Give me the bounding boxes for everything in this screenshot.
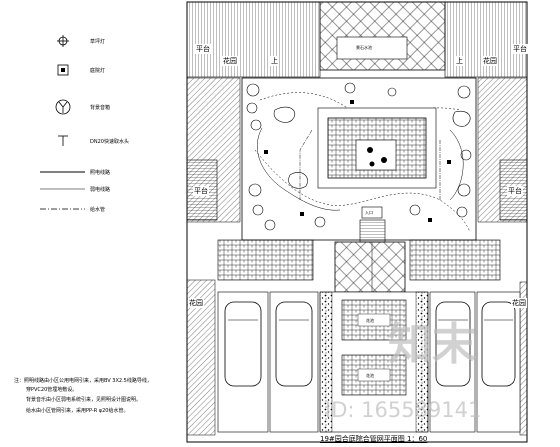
top-feature-box (336, 36, 408, 60)
parking-left (217, 291, 319, 433)
lawn-outline-2 (449, 129, 464, 201)
tiny-entry: 入口 (365, 210, 373, 215)
label-up-left: 上 (270, 56, 279, 66)
legend-label-water-tap: DN20快速取水头 (90, 139, 129, 145)
stepping-path-2 (254, 149, 471, 233)
legend-label-lawn-light: 草坪灯 (90, 39, 106, 45)
courtyard-light-symbol (57, 64, 69, 76)
label-garden-right-top: 花园 (482, 56, 498, 66)
notes-line-3: 背景音乐由小区弱电系统引来，见照明设计图说明。 (26, 397, 142, 403)
water-tap-symbol (58, 135, 68, 146)
watermark-brand: 知末 (388, 319, 476, 370)
tiny-bottom-2: 花池 (366, 373, 374, 378)
pipe-runs (299, 129, 441, 292)
legend-label-weak-current-line: 弱电线路 (90, 187, 111, 193)
lower-left-wall (217, 239, 314, 281)
entry-steps (359, 219, 386, 243)
lamp-markers (264, 100, 451, 222)
legend-symbols (40, 35, 85, 210)
drawing-title: 19#园合庭院合管网平面图 1：60 (320, 435, 428, 443)
top-paving-area (319, 1, 446, 71)
central-pavilion (317, 107, 437, 219)
label-up-right: 上 (455, 56, 464, 66)
parking-right (429, 291, 521, 433)
legend-label-speaker: 背景音箱 (90, 105, 111, 111)
label-garden-left-top: 花园 (222, 56, 238, 66)
legend-label-water-pipe: 给水管 (90, 207, 106, 213)
lower-right-wall (409, 239, 501, 281)
top-left-wood-deck (186, 1, 321, 78)
label-platform-left-top: 平台 (195, 44, 211, 54)
speaker-symbol (55, 99, 71, 115)
plan (186, 1, 528, 443)
notes-line-4: 给水由小区管网引来，采用PP-R φ20给水管。 (26, 408, 129, 414)
entry-paving (334, 241, 406, 293)
lawn-light-symbol (57, 35, 69, 47)
label-garden-right-bottom: 花园 (511, 298, 527, 308)
label-platform-right-mid: 平台 (507, 186, 523, 196)
label-platform-right-top: 平台 (512, 44, 528, 54)
label-platform-left-mid: 平台 (193, 186, 209, 196)
legend-label-courtyard-light: 庭院灯 (90, 68, 106, 74)
notes-line-2: 穿PVC20管埋地敷设。 (26, 387, 78, 393)
tiny-top-feature: 景石水池 (356, 45, 372, 50)
legend-label-lighting-line: 照电线路 (90, 170, 111, 176)
central-walkway (319, 291, 429, 433)
watermark-id: ID: 165589141 (325, 398, 482, 422)
tiny-bottom-1: 花池 (366, 318, 374, 323)
notes-line-1: 注：照明线路由小区公用电网引来，采用BV 3X2.5线路导线， (14, 378, 152, 384)
shrubs (246, 82, 472, 231)
label-garden-left-bottom: 花园 (188, 298, 204, 308)
